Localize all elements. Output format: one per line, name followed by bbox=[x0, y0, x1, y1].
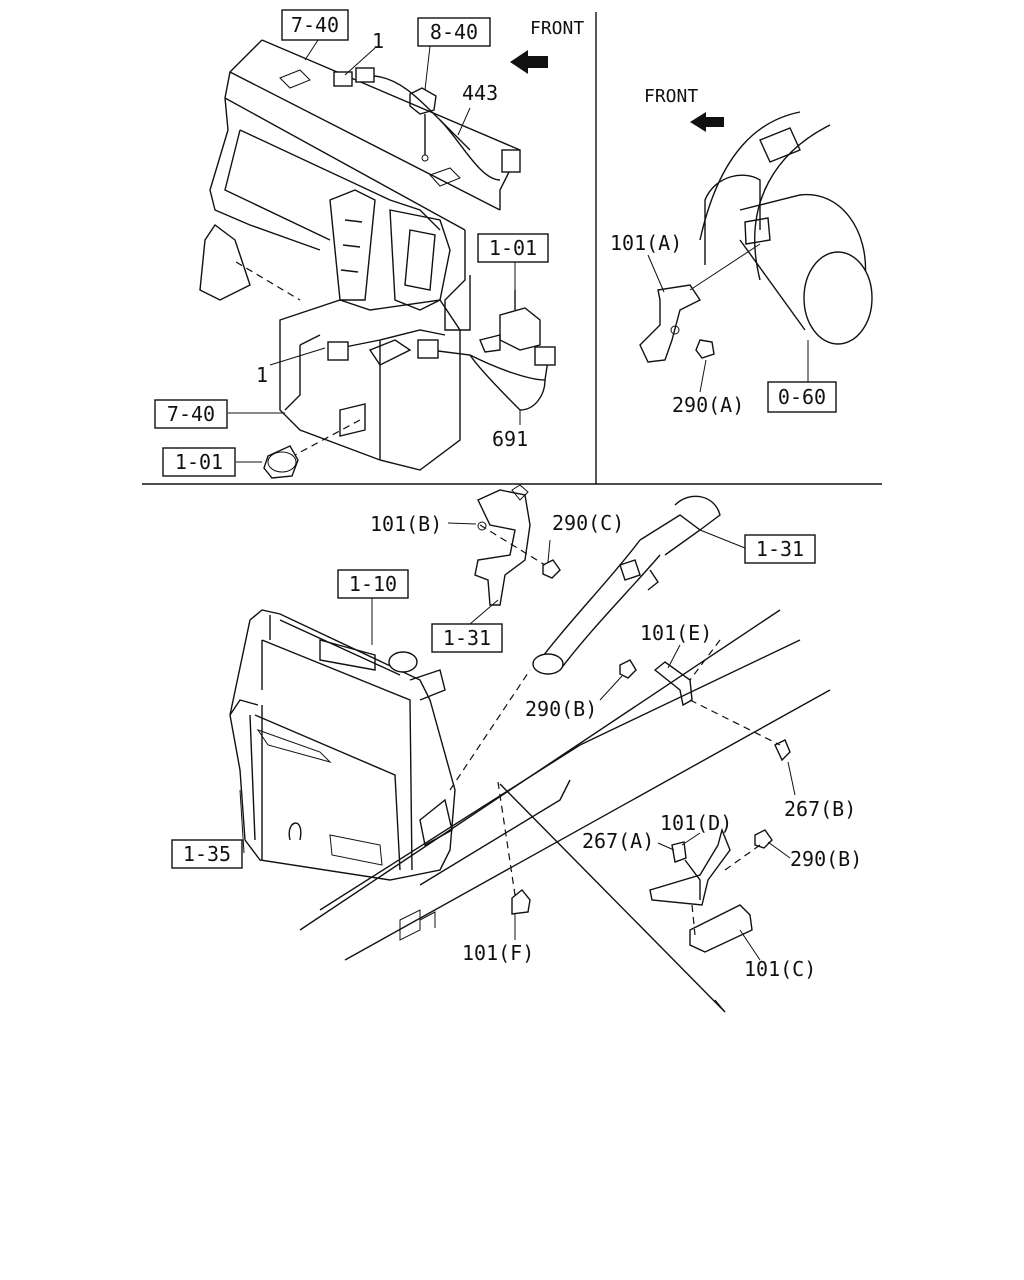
bracket-101B bbox=[474, 484, 561, 606]
label-290B-right: 290(B) bbox=[790, 847, 862, 871]
intake-pipe bbox=[532, 495, 721, 675]
callout-box-0-60: 0-60 bbox=[767, 381, 837, 413]
svg-text:1-31: 1-31 bbox=[443, 626, 491, 650]
callout-box-7-40-left: 7-40 bbox=[154, 399, 228, 429]
svg-text:1-35: 1-35 bbox=[183, 842, 231, 866]
label-691: 691 bbox=[492, 427, 528, 451]
label-1-left: 1 bbox=[256, 363, 268, 387]
svg-text:1-01: 1-01 bbox=[489, 236, 537, 260]
callout-box-1-31-mid: 1-31 bbox=[431, 623, 503, 653]
svg-text:7-40: 7-40 bbox=[291, 13, 339, 37]
label-101F: 101(F) bbox=[462, 941, 534, 965]
svg-text:1-31: 1-31 bbox=[756, 537, 804, 561]
callout-box-1-10: 1-10 bbox=[337, 569, 409, 599]
label-290A: 290(A) bbox=[672, 393, 744, 417]
triangle-callout bbox=[499, 783, 726, 1013]
callout-box-1-01-left: 1-01 bbox=[162, 447, 236, 477]
sensor-harness-top bbox=[333, 67, 521, 181]
svg-text:0-60: 0-60 bbox=[778, 385, 826, 409]
label-443: 443 bbox=[462, 81, 498, 105]
leaders-top-right bbox=[647, 254, 809, 393]
label-1-top: 1 bbox=[372, 29, 384, 53]
label-267B: 267(B) bbox=[784, 797, 856, 821]
cap-part bbox=[263, 445, 299, 479]
label-290C: 290(C) bbox=[552, 511, 624, 535]
front-arrow-right bbox=[690, 112, 724, 132]
frame-rails bbox=[299, 609, 831, 961]
svg-text:1-01: 1-01 bbox=[175, 450, 223, 474]
callout-box-8-40: 8-40 bbox=[417, 17, 491, 47]
label-101B: 101(B) bbox=[370, 512, 442, 536]
svg-text:1-10: 1-10 bbox=[349, 572, 397, 596]
svg-text:7-40: 7-40 bbox=[167, 402, 215, 426]
front-arrow-top bbox=[510, 50, 548, 74]
label-101C: 101(C) bbox=[744, 957, 816, 981]
callout-box-1-35: 1-35 bbox=[171, 839, 243, 869]
callout-box-1-31-right: 1-31 bbox=[744, 534, 816, 564]
label-267A: 267(A) bbox=[582, 829, 654, 853]
label-101A: 101(A) bbox=[610, 231, 682, 255]
callout-box-7-40-top: 7-40 bbox=[281, 9, 349, 41]
dashboard-drawing bbox=[199, 39, 521, 471]
leaders-top-left bbox=[228, 39, 521, 463]
label-101E: 101(E) bbox=[640, 621, 712, 645]
starter-drawing bbox=[639, 111, 873, 363]
dashed-connections-bottom bbox=[449, 524, 781, 936]
radiator-drawing bbox=[229, 609, 456, 881]
front-label-right: FRONT bbox=[644, 86, 698, 107]
leaders-bottom bbox=[239, 522, 796, 961]
label-101D: 101(D) bbox=[660, 811, 732, 835]
svg-text:8-40: 8-40 bbox=[430, 20, 478, 44]
brackets-frame bbox=[511, 659, 791, 953]
label-290B-mid: 290(B) bbox=[525, 697, 597, 721]
front-label-top: FRONT bbox=[530, 18, 584, 39]
callout-box-1-01-mid: 1-01 bbox=[477, 233, 549, 263]
